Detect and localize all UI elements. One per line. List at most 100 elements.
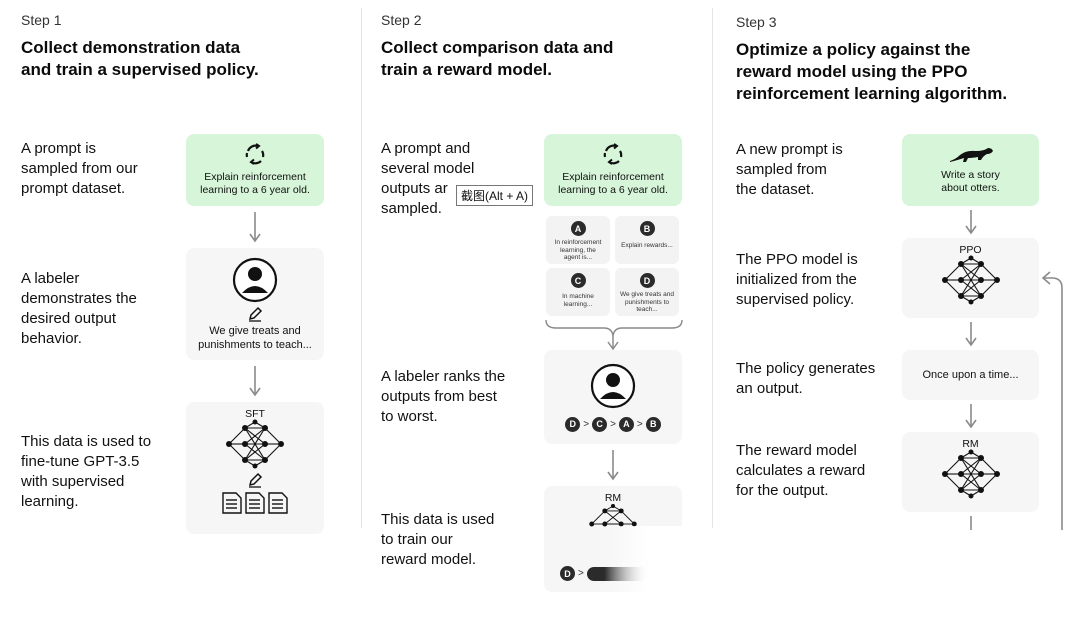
rank-separator: > <box>578 568 584 579</box>
demo-line: We give treats and <box>209 324 301 337</box>
brace-arrow-icon <box>545 319 683 351</box>
prompt-text: Explain reinforcement learning to a 6 ye… <box>200 171 310 197</box>
step2-title: Collect comparison data and train a rewa… <box>381 37 613 81</box>
rank-separator: > <box>583 418 590 430</box>
arrow-down-icon <box>970 516 972 530</box>
step3-title-line: reward model using the PPO <box>736 62 968 81</box>
divider <box>712 8 713 528</box>
output-card-c: C In machine learning... <box>546 268 610 316</box>
feedback-arrow-icon <box>1041 271 1063 530</box>
step3-desc-output: The policy generates an output. <box>736 359 875 399</box>
step3-prompt-card: Write a story about otters. <box>902 134 1039 206</box>
badge: C <box>570 273 586 288</box>
step3-ppo-card: PPO <box>902 238 1039 318</box>
pencil-icon <box>248 306 263 322</box>
arrow-down-icon <box>249 212 261 243</box>
desc-line: behavior. <box>21 330 82 347</box>
sft-label: SFT <box>245 408 265 420</box>
step1-title-line: Collect demonstration data <box>21 38 241 57</box>
recycle-icon <box>245 143 265 165</box>
desc-line: for the output. <box>736 482 829 499</box>
prompt-line: about otters. <box>941 182 1000 194</box>
rm-label: RM <box>604 492 622 504</box>
screenshot-tooltip: 截图(Alt + A) <box>456 185 534 206</box>
step3-title-line: Optimize a policy against the <box>736 40 971 59</box>
step1-label: Step 1 <box>21 12 62 28</box>
desc-line: The policy generates <box>736 360 876 377</box>
desc-line: an output. <box>736 380 803 397</box>
otter-icon <box>949 148 993 162</box>
desc-line: demonstrates the <box>21 290 137 307</box>
arrow-down-icon <box>607 450 619 481</box>
output-text: Once upon a time... <box>922 369 1019 381</box>
step1-title-line: and train a supervised policy. <box>21 60 259 79</box>
desc-line: learning. <box>21 493 79 510</box>
step3-label: Step 3 <box>736 14 777 30</box>
prompt-line: Explain reinforcement <box>204 171 306 183</box>
prompt-line: learning to a 6 year old. <box>558 184 668 196</box>
ppo-label: PPO <box>959 244 982 256</box>
desc-line: A prompt and <box>381 140 471 157</box>
badge: A <box>570 221 586 236</box>
desc-line: sampled from our <box>21 160 138 177</box>
desc-line: outputs from best <box>381 388 497 405</box>
output-line: In reinforcement <box>554 239 602 246</box>
desc-line: A labeler <box>21 270 80 287</box>
desc-line: to train our <box>381 531 453 548</box>
desc-line: sampled from <box>736 161 827 178</box>
desc-line: initialized from the <box>736 271 857 288</box>
prompt-line: learning to a 6 year old. <box>200 184 310 196</box>
step3-desc-prompt: A new prompt is sampled from the dataset… <box>736 140 843 200</box>
step3-title: Optimize a policy against the reward mod… <box>736 39 1007 105</box>
desc-line: the dataset. <box>736 181 815 198</box>
desc-line: A prompt is <box>21 140 97 157</box>
rank-badge: C <box>592 416 608 432</box>
divider <box>361 8 362 528</box>
rank-badge: A <box>618 416 634 432</box>
step1-desc-finetune: This data is used to fine-tune GPT-3.5 w… <box>21 432 151 512</box>
fade-overlay <box>604 526 682 592</box>
arrow-down-icon <box>965 210 977 235</box>
step2-prompt-card: Explain reinforcement learning to a 6 ye… <box>544 134 682 206</box>
neural-net-icon <box>589 503 637 527</box>
badge: B <box>639 221 655 236</box>
step2-desc-rank: A labeler ranks the outputs from best to… <box>381 367 505 427</box>
output-text: Explain rewards... <box>618 242 676 250</box>
recycle-icon <box>603 143 623 165</box>
output-text: We give treats and punishments to teach.… <box>618 291 676 314</box>
output-line: Explain rewards... <box>621 242 673 249</box>
person-icon <box>232 257 278 302</box>
prompt-text: Write a story about otters. <box>941 169 1000 195</box>
step2-title-line: Collect comparison data and <box>381 38 614 57</box>
desc-line: fine-tune GPT-3.5 <box>21 453 140 470</box>
arrow-down-icon <box>965 322 977 347</box>
step1-sft-card: SFT <box>186 402 324 534</box>
step2-desc-sample: A prompt and several model outputs ar sa… <box>381 139 474 219</box>
output-line: agent is... <box>563 254 593 261</box>
step1-labeler-card: We give treats and punishments to teach.… <box>186 248 324 360</box>
desc-line: The PPO model is <box>736 251 858 268</box>
output-text: In reinforcement learning, the agent is.… <box>549 239 607 262</box>
step1-prompt-card: Explain reinforcement learning to a 6 ye… <box>186 134 324 206</box>
step2-desc-train: This data is used to train our reward mo… <box>381 510 494 570</box>
arrow-down-icon <box>249 366 261 397</box>
desc-line: supervised policy. <box>736 291 855 308</box>
desc-line: several model <box>381 160 475 177</box>
badge: D <box>639 273 655 288</box>
output-text: In machine learning... <box>549 293 607 308</box>
output-line: learning... <box>563 300 593 308</box>
step1-desc-prompt: A prompt is sampled from our prompt data… <box>21 139 138 199</box>
output-card-a: A In reinforcement learning, the agent i… <box>546 216 610 264</box>
step1-desc-labeler: A labeler demonstrates the desired outpu… <box>21 269 137 349</box>
desc-line: calculates a reward <box>736 462 866 479</box>
desc-line: prompt dataset. <box>21 180 126 197</box>
step3-title-line: reinforcement learning algorithm. <box>736 84 1008 103</box>
desc-line: reward model. <box>381 551 477 568</box>
neural-net-icon <box>226 419 284 469</box>
pencil-icon <box>248 472 263 488</box>
step3-output-card: Once upon a time... <box>902 350 1039 400</box>
output-card-b: B Explain rewards... <box>615 216 679 264</box>
desc-line: The reward model <box>736 442 857 459</box>
desc-line: A labeler ranks the <box>381 368 506 385</box>
demo-line: punishments to teach... <box>198 338 312 351</box>
